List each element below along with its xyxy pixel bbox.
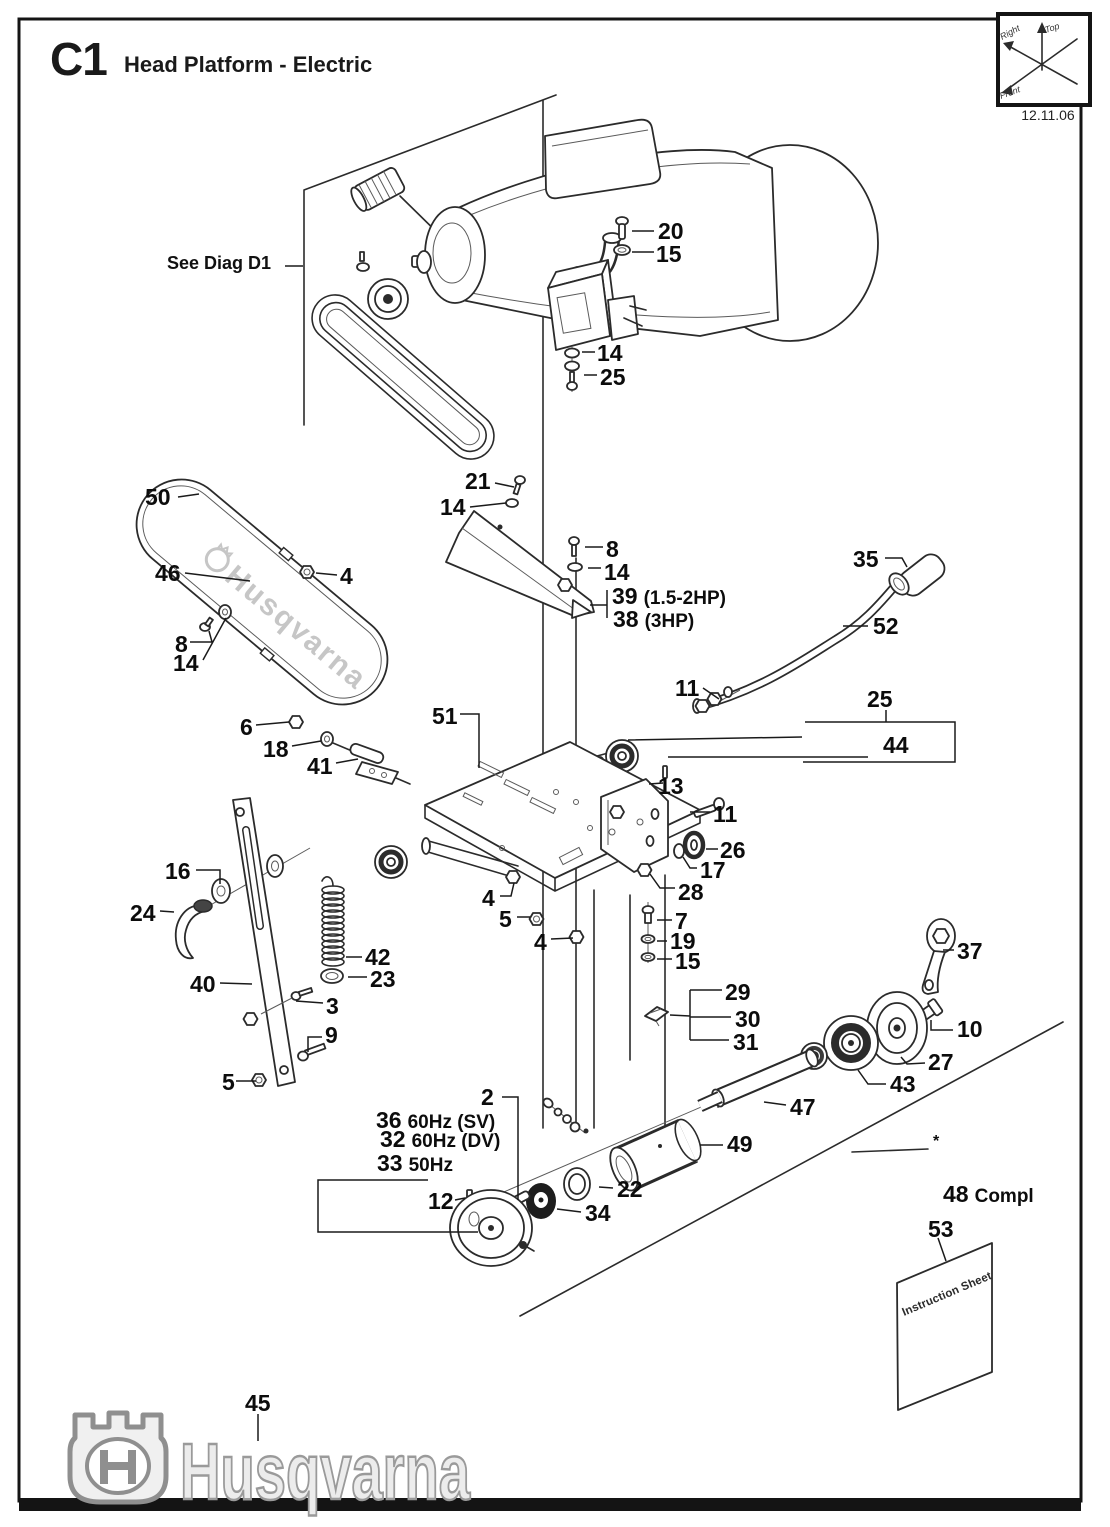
husqvarna-logo: Husqvarna (67, 1410, 472, 1517)
part-callout-47: 47 (790, 1094, 816, 1120)
page-frame (17, 17, 1083, 1511)
husqvarna-logo-text: Husqvarna (180, 1427, 470, 1516)
part-callout-15: 15 (675, 948, 701, 974)
wedge-bracket (445, 475, 595, 619)
part-callout-17: 17 (700, 857, 726, 883)
part-callout-53: 53 (928, 1216, 954, 1242)
part-callout-4: 4 (534, 929, 547, 955)
part-callout-39: 39(1.5-2HP) (612, 583, 726, 609)
part-callout-26: 26 (720, 837, 746, 863)
page-title-code: C1 (50, 33, 108, 85)
part-callout-51: 51 (432, 703, 458, 729)
part-callout-6: 6 (240, 714, 253, 740)
part-callout-25: 25 (867, 686, 893, 712)
leader-lines (159, 230, 956, 1441)
part-callout-8: 8 (175, 631, 188, 657)
platform-assembly (374, 739, 725, 963)
part-callout-14: 14 (604, 559, 630, 585)
part-callout-18: 18 (263, 736, 289, 762)
part-callout-11: 11 (713, 801, 738, 827)
part-callout-29: 29 (725, 979, 751, 1005)
part-callout-41: 41 (307, 753, 333, 779)
part-callout-2: 2 (481, 1084, 494, 1110)
part-callout-15: 15 (656, 241, 682, 267)
part-callout-21: 21 (465, 468, 491, 494)
motor-assembly (350, 118, 879, 392)
part-callout-10: 10 (957, 1016, 983, 1042)
part-callout-37: 37 (957, 938, 983, 964)
part-callout-4: 4 (340, 563, 353, 589)
part-callout-34: 34 (585, 1200, 611, 1226)
part-callout-19: 19 (670, 928, 696, 954)
part-callout-46: 46 (155, 560, 181, 586)
tension-bar-assembly (174, 715, 411, 1087)
part-callout-38: 38(3HP) (613, 606, 695, 632)
part-callout-16: 16 (165, 858, 191, 884)
part-callout-28: 28 (678, 879, 704, 905)
part-callout-asterisk: * (933, 1133, 940, 1150)
part-callout-31: 31 (733, 1029, 759, 1055)
see-diag-reference: See Diag D1 (167, 253, 272, 273)
part-callout-5: 5 (499, 906, 512, 932)
blade-shaft-parts (449, 918, 956, 1267)
axis-top-label: Top (1044, 21, 1061, 35)
part-callout-7: 7 (675, 908, 688, 934)
part-callout-23: 23 (370, 966, 396, 992)
instruction-sheet: Instruction Sheet (896, 1242, 994, 1411)
part-callout-49: 49 (727, 1131, 753, 1157)
axis-cube: Top Right Front (996, 12, 1092, 107)
handle-assembly (692, 553, 946, 714)
part-callout-24: 24 (130, 900, 156, 926)
part-callout-20: 20 (658, 218, 684, 244)
part-callout-35: 35 (853, 546, 879, 572)
part-callout-3: 3 (326, 993, 339, 1019)
husqvarna-crown-icon (67, 1410, 169, 1505)
part-callout-13: 13 (658, 773, 684, 799)
part-callout-25: 25 (600, 364, 626, 390)
part-callout-9: 9 (325, 1022, 338, 1048)
part-callout-45: 45 (245, 1390, 271, 1416)
part-callout-50: 50 (145, 484, 171, 510)
part-callout-42: 42 (365, 944, 391, 970)
part-callout-40: 40 (190, 971, 216, 997)
part-callout-52: 52 (873, 613, 899, 639)
part-callout-12: 12 (428, 1188, 454, 1214)
part-callout-14: 14 (597, 340, 623, 366)
page-title: Head Platform - Electric (124, 52, 373, 77)
part-callout-30: 30 (735, 1006, 761, 1032)
part-callout-27: 27 (928, 1049, 954, 1075)
part-callout-5: 5 (222, 1069, 235, 1095)
v-belt (311, 251, 495, 460)
part-callout-44: 44 (883, 732, 909, 758)
part-callout-43: 43 (890, 1071, 916, 1097)
part-callout-14: 14 (440, 494, 466, 520)
part-callout-22: 22 (617, 1176, 643, 1202)
part-callout-4: 4 (482, 885, 495, 911)
part-callout-8: 8 (606, 536, 619, 562)
part-callout-11: 11 (675, 675, 700, 701)
revision-date: 12.11.06 (1021, 107, 1075, 123)
part-callout-14: 14 (173, 650, 199, 676)
